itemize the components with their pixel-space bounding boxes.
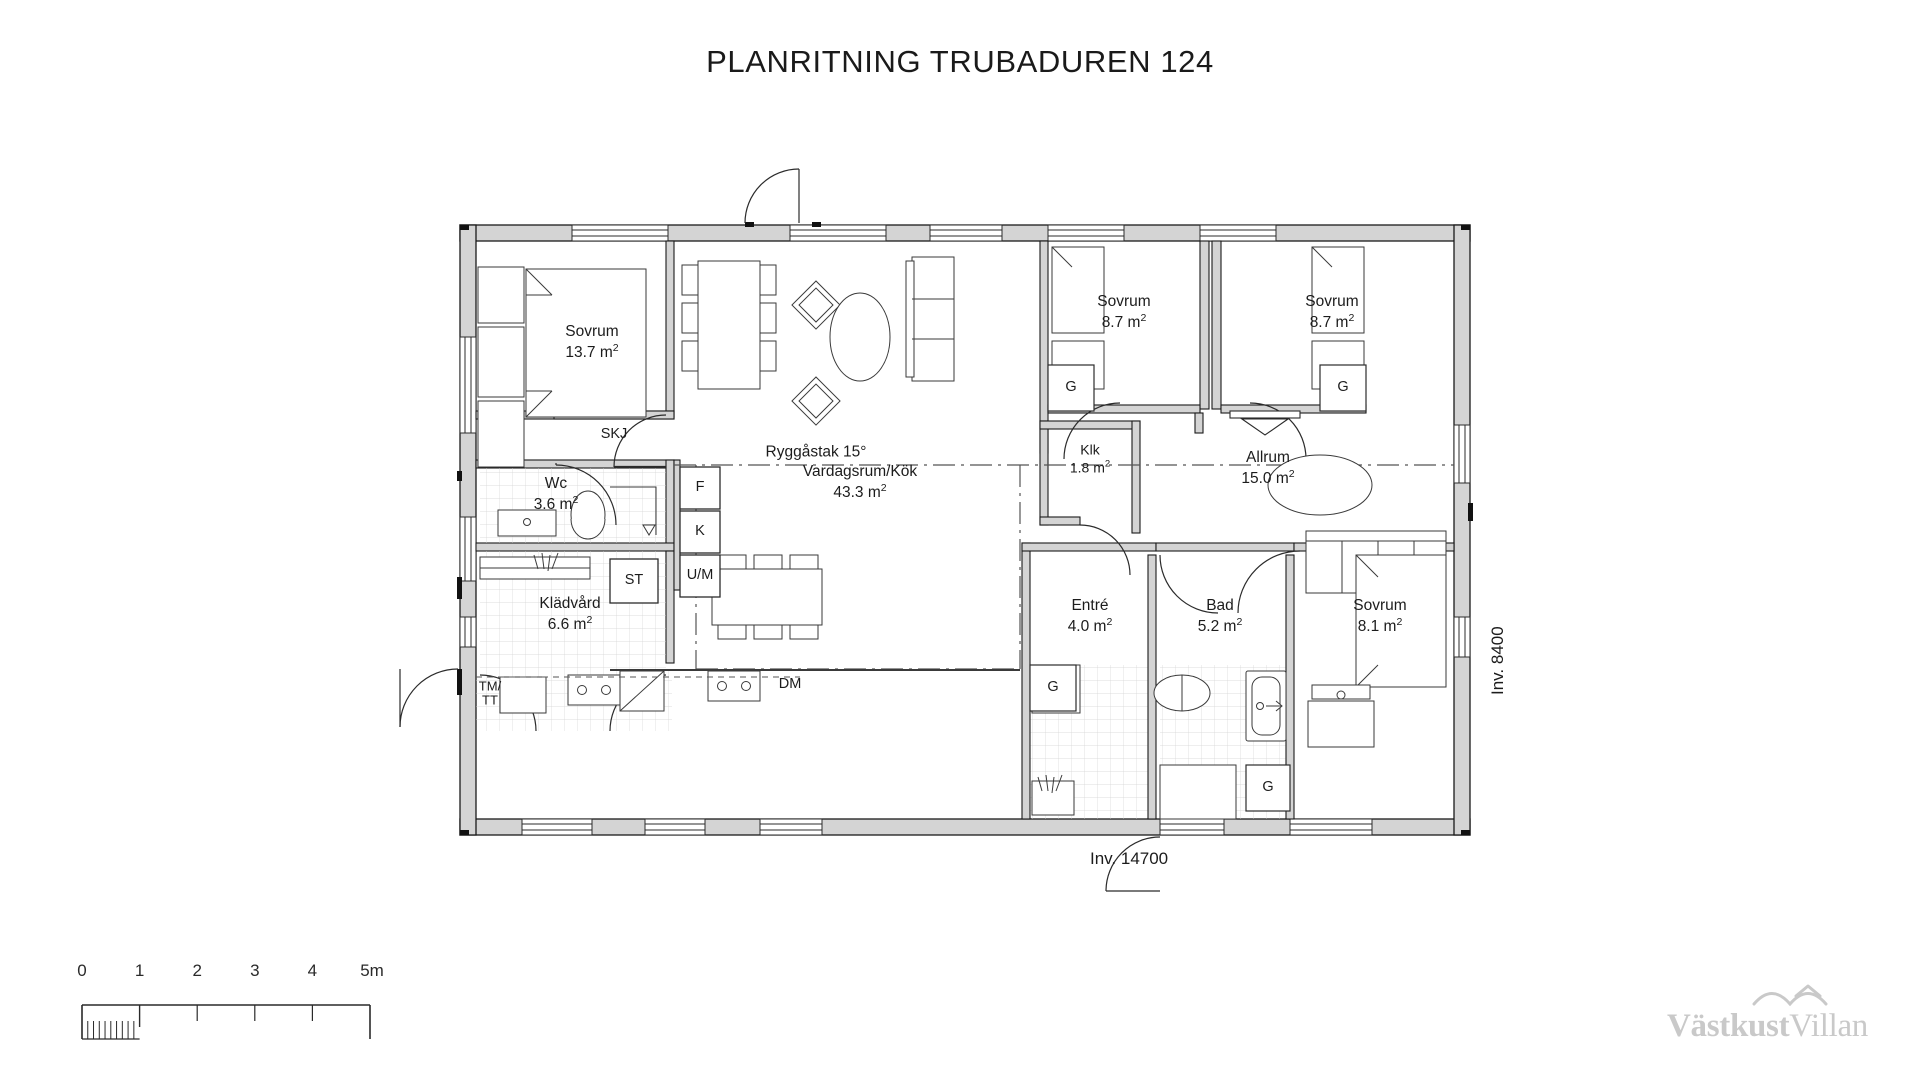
dimension-bottom: Inv. 14700 [1090, 849, 1169, 868]
scale-tick-3: 3 [250, 961, 260, 980]
furniture-kitchen-dining [711, 554, 823, 640]
brand-logo: VästkustVillan [1667, 984, 1868, 1043]
corner-ticks [460, 225, 1470, 835]
scale-tick-1: 1 [134, 961, 145, 980]
kladvard-fixtures [479, 552, 621, 714]
scale-bar: 0 1 2 3 4 5m [70, 961, 400, 1055]
page-title: PLANRITNING TRUBADUREN 124 [706, 44, 1214, 79]
scale-tick-4: 4 [307, 961, 318, 980]
wall-door-nibs [457, 222, 1473, 695]
brand-wordmark: VästkustVillan [1667, 1010, 1868, 1043]
furniture-bedroom-main [477, 266, 647, 468]
sovrum-se-furniture [1307, 554, 1447, 748]
furniture-living-room [791, 256, 955, 426]
scale-tick-0: 0 [77, 961, 87, 980]
floorplan-drawing: Sovrum 13.7 m2 Vardagsrum/Kök 43.3 m2 So… [399, 168, 1507, 892]
brand-name-bold: Västkust [1666, 1008, 1790, 1044]
bad-fixtures [1153, 670, 1287, 820]
brand-name-light: Villan [1789, 1008, 1868, 1044]
scale-tick-5: 5m [360, 961, 384, 980]
wardrobe-boxes [1029, 364, 1367, 812]
scale-bar-vector [81, 1004, 371, 1040]
wc-fixtures [497, 486, 657, 540]
furniture-dining-upper [681, 260, 777, 390]
dimension-right: Inv. 8400 [1488, 626, 1507, 695]
scale-tick-2: 2 [192, 961, 202, 980]
north-wing-walls [1039, 240, 1367, 534]
storage-box [609, 558, 659, 604]
appliance-column [679, 466, 721, 598]
floorplan-vector [399, 168, 1473, 892]
windows [459, 224, 1471, 836]
door-swings [399, 168, 1307, 892]
vent-symbol [1229, 410, 1301, 436]
kitchen-counter [610, 669, 1020, 712]
waves-icon [1752, 984, 1828, 1007]
